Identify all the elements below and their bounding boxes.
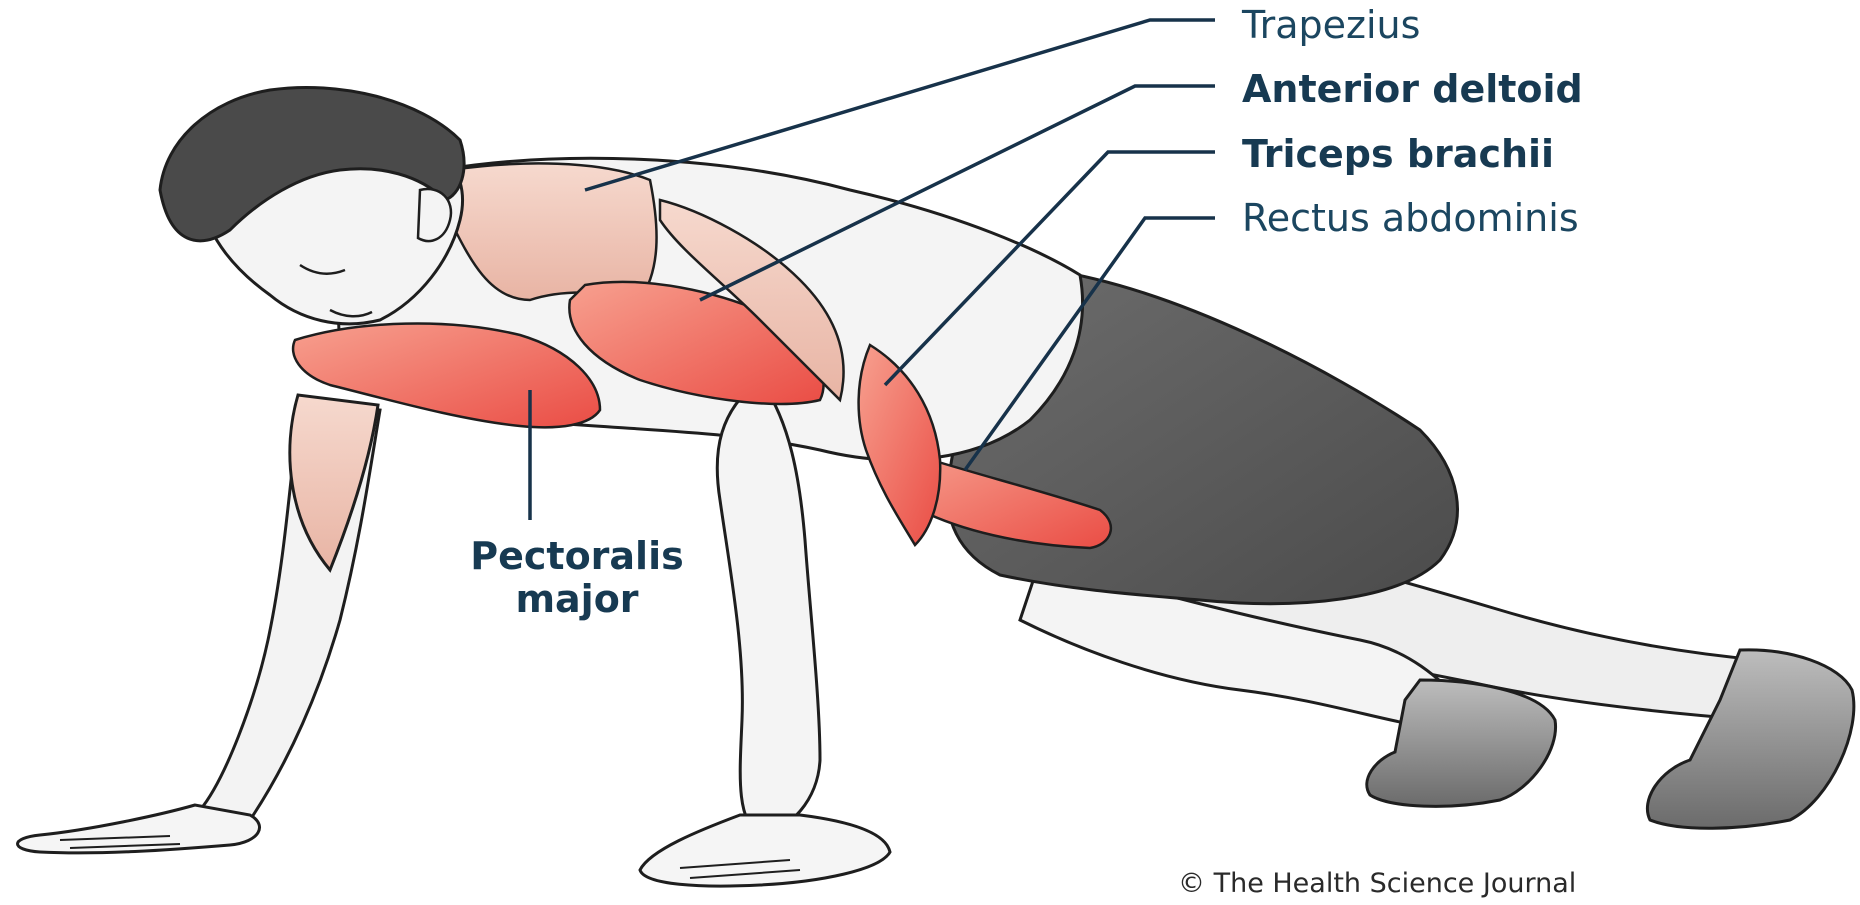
triceps-brachii-label: Triceps brachii xyxy=(1242,135,1554,173)
pectoralis-label-line-1: Pectoralis xyxy=(432,535,722,578)
left-arm xyxy=(200,395,380,820)
head xyxy=(160,87,464,323)
anterior-deltoid-label: Anterior deltoid xyxy=(1242,70,1583,108)
pectoralis-major-label: Pectoralis major xyxy=(432,535,722,620)
left-hand xyxy=(18,805,260,853)
pectoralis-label-line-2: major xyxy=(432,578,722,621)
copyright-credit: © The Health Science Journal xyxy=(1178,868,1576,899)
trapezius-label: Trapezius xyxy=(1242,6,1420,44)
right-hand xyxy=(640,815,890,886)
rectus-abdominis-label: Rectus abdominis xyxy=(1242,199,1579,237)
